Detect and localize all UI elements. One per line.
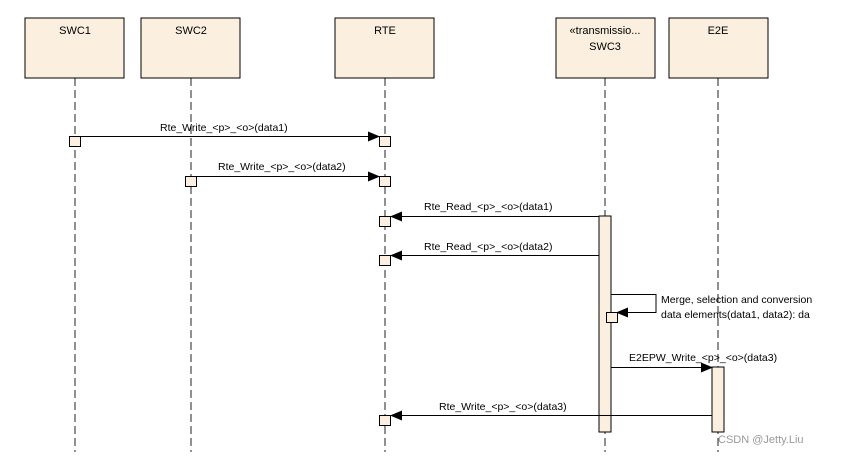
message-m7-label: Rte_Write_<p>_<o>(data3): [439, 401, 567, 413]
message-m1: Rte_Write_<p>_<o>(data1): [69, 122, 391, 147]
message-m5-line: [611, 294, 657, 318]
lifeline-swc3: «transmissio... SWC3: [555, 17, 656, 79]
message-m2-label: Rte_Write_<p>_<o>(data2): [218, 161, 346, 173]
lifeline-swc2-name: SWC2: [175, 25, 207, 37]
message-m7: Rte_Write_<p>_<o>(data3): [379, 401, 712, 426]
lifeline-rte-name: RTE: [374, 25, 396, 37]
message-m6-label: E2EPW_Write_<p>_<o>(data3): [629, 352, 777, 364]
message-m5: Merge, selection and conversion data ele…: [606, 294, 812, 323]
exec-marker-rte-1: [379, 136, 391, 147]
message-m3-label: Rte_Read_<p>_<o>(data1): [424, 201, 552, 213]
message-m4-label: Rte_Read_<p>_<o>(data2): [424, 241, 552, 253]
exec-marker-swc2: [185, 176, 197, 187]
exec-marker-rte-3: [379, 216, 391, 227]
message-m2: Rte_Write_<p>_<o>(data2): [185, 161, 391, 187]
exec-marker-swc1: [69, 136, 81, 147]
message-m1-label: Rte_Write_<p>_<o>(data1): [160, 122, 288, 134]
watermark-text: CSDN @Jetty.Liu: [718, 434, 804, 446]
lifeline-swc2: SWC2: [140, 17, 241, 79]
message-m3: Rte_Read_<p>_<o>(data1): [379, 201, 599, 227]
message-m4: Rte_Read_<p>_<o>(data2): [379, 241, 599, 266]
message-m5-label: Merge, selection and conversion: [661, 294, 812, 306]
lifeline-rte: RTE: [334, 17, 435, 79]
lifeline-e2e-name: E2E: [708, 25, 729, 37]
message-m5-label-line2: data elements(data1, data2): da: [661, 309, 810, 321]
message-m6: E2EPW_Write_<p>_<o>(data3): [611, 352, 777, 373]
e2e-activation-bar: [711, 366, 725, 433]
exec-marker-rte-4: [379, 255, 391, 266]
lifeline-swc1-name: SWC1: [59, 25, 91, 37]
lifeline-swc3-stereotype: «transmissio...: [570, 25, 641, 37]
exec-marker-rte-2: [379, 176, 391, 187]
lifeline-swc1: SWC1: [24, 17, 125, 79]
lifeline-swc3-name: SWC3: [589, 41, 621, 53]
exec-marker-swc3-self: [606, 312, 618, 323]
exec-marker-rte-5: [379, 415, 391, 426]
lifeline-e2e: E2E: [668, 17, 769, 79]
swc3-activation-bar: [598, 215, 612, 433]
